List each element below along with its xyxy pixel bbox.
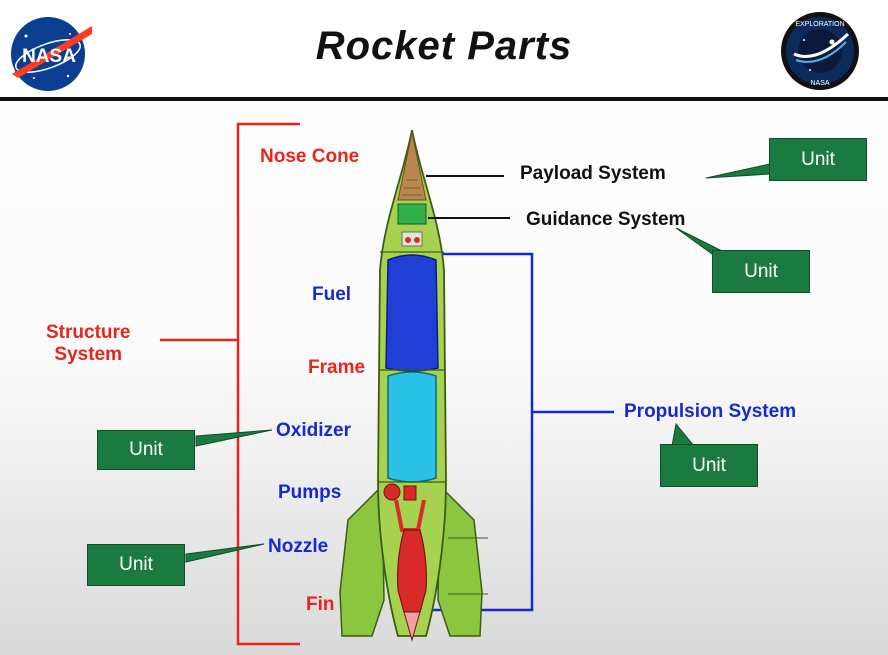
page-title: Rocket Parts xyxy=(315,24,573,68)
nose-cone-label: Nose Cone xyxy=(260,146,360,167)
fuel-label: Fuel xyxy=(312,284,352,305)
callout-pointers xyxy=(185,163,771,563)
structure-bracket xyxy=(160,122,300,646)
fin-label: Fin xyxy=(306,594,335,615)
oxidizer-unit-callout[interactable]: Unit xyxy=(97,430,195,470)
propulsion-unit-callout[interactable]: Unit xyxy=(660,444,758,487)
rocket-body xyxy=(339,129,488,642)
payload-system-label: Payload System xyxy=(520,163,666,184)
propulsion-system-label: Propulsion System xyxy=(624,401,797,422)
nozzle-unit-callout[interactable]: Unit xyxy=(87,544,185,586)
exploration-logo: EXPLORATION NASA xyxy=(780,10,860,92)
structure-system-line-1: Structure xyxy=(46,322,131,343)
guidance-system-label: Guidance System xyxy=(526,209,686,230)
oxidizer-label: Oxidizer xyxy=(276,420,351,441)
svg-text:EXPLORATION: EXPLORATION xyxy=(795,21,844,28)
header-bar xyxy=(0,0,888,100)
payload-unit-callout[interactable]: Unit xyxy=(769,138,867,181)
nozzle-label: Nozzle xyxy=(268,536,329,557)
guidance-unit-callout[interactable]: Unit xyxy=(712,250,810,293)
structure-system-label: Structure System xyxy=(46,322,130,366)
pumps-label: Pumps xyxy=(278,482,342,503)
propulsion-bracket xyxy=(432,252,614,612)
structure-system-line-2: System xyxy=(54,344,123,365)
svg-text:NASA: NASA xyxy=(22,46,76,67)
nasa-logo: NASA xyxy=(8,12,94,94)
leader-lines xyxy=(426,175,510,219)
header-divider xyxy=(0,97,888,101)
svg-text:NASA: NASA xyxy=(810,80,829,87)
frame-label: Frame xyxy=(308,357,366,378)
